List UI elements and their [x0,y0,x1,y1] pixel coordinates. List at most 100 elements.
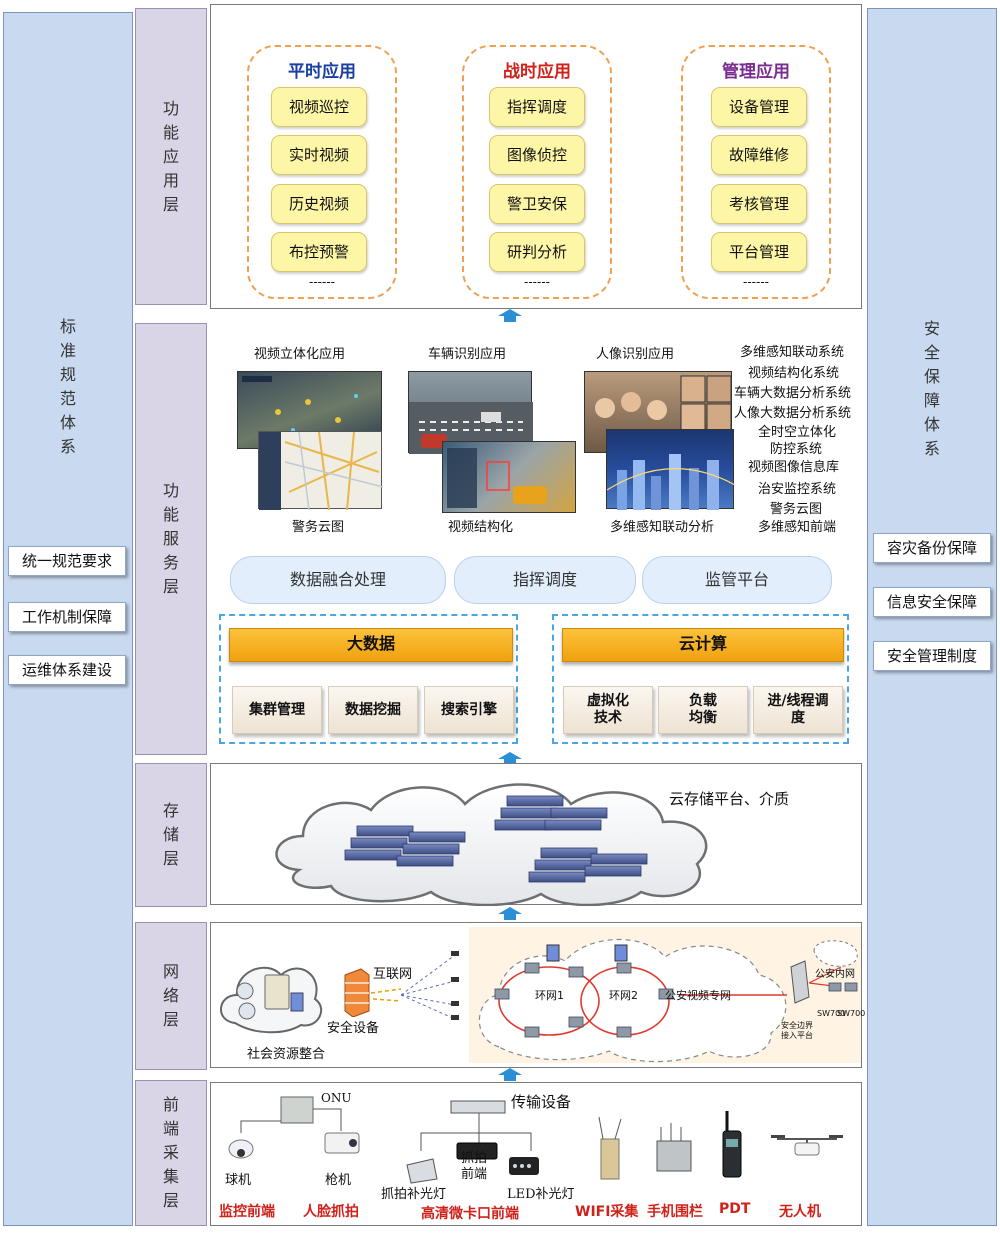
frontend-devices-icon [228,1096,843,1184]
app-item-command[interactable]: 指挥调度 [489,87,585,127]
left-column-title: 标准规范体系 [59,317,76,456]
system-item: 治安监控系统 [758,482,837,497]
boundary-label: 安全边界 接入平台 [781,1021,813,1040]
police-cloud-map-image [258,431,384,511]
video-structure-image [442,441,576,513]
bigdata-title: 大数据 [229,628,513,662]
capture-front-label: 抓拍 前端 [461,1151,488,1182]
frontend-label-drone: 无人机 [779,1204,821,1220]
service-image-caption-bottom: 多维感知联动分析 [610,520,715,535]
right-item-1: 信息安全保障 [873,587,991,617]
cloud-item-load-balance[interactable]: 负载 均衡 [658,686,748,734]
firewall-icon [344,968,370,1017]
pill-command-dispatch[interactable]: 指挥调度 [454,556,636,604]
up-arrow-icon [497,752,523,765]
bigdata-item-cluster[interactable]: 集群管理 [232,686,322,734]
storage-cloud-icon [275,783,708,906]
private-net-label: 公安视频专网 [665,989,731,1002]
app-item-live-video[interactable]: 实时视频 [271,135,367,175]
app-item-alert[interactable]: 布控预警 [271,232,367,272]
layer-label-service: 功能服务层 [135,323,207,755]
pill-data-fusion[interactable]: 数据融合处理 [230,556,446,604]
app-more: ------ [743,275,769,289]
pill-supervision-platform[interactable]: 监管平台 [642,556,832,604]
service-layer-area: 视频立体化应用 车辆识别应用 人像识别应用 警务云图 视频结构化 多维感知联动分… [210,323,862,753]
app-group-title: 管理应用 [722,62,790,82]
system-item: 全时空立体化 [758,425,837,440]
frontend-label-face: 人脸抓拍 [303,1204,359,1220]
app-item-analysis[interactable]: 研判分析 [489,232,585,272]
bigdata-item-mining[interactable]: 数据挖掘 [328,686,418,734]
bullet-label: 枪机 [325,1173,352,1188]
storage-caption: 云存储平台、介质 [669,790,790,808]
up-arrow-icon [497,907,523,920]
cloud-item-scheduling[interactable]: 进/线程调 度 [753,686,843,734]
app-item-video-patrol[interactable]: 视频巡控 [271,87,367,127]
cloud-computing-box: 云计算 虚拟化 技术 负载 均衡 进/线程调 度 [552,614,849,744]
private-network-area: 环网1 环网2 公安视频专网 公安内网 SW700 SW700 安全边界 接入平… [469,927,865,1063]
storage-layer-panel: 云存储平台、介质 [210,763,862,906]
app-item-security-guard[interactable]: 警卫安保 [489,184,585,224]
app-more: ------ [524,275,550,289]
layer-label-network: 网络层 [135,922,207,1070]
network-security-label: 安全设备 [327,1021,380,1036]
left-side-column: 标准规范体系 统一规范要求 工作机制保障 运维体系建设 [3,12,133,1226]
app-group-normal: 平时应用 视频巡控 实时视频 历史视频 布控预警 ------ [247,45,397,299]
left-item-1: 工作机制保障 [8,602,126,632]
up-arrow-icon [497,309,523,322]
layer-label-storage: 存储层 [135,763,207,907]
up-arrow-icon [497,1068,523,1081]
frontend-label-monitor: 监控前端 [219,1204,275,1220]
app-item-image-investigate[interactable]: 图像侦控 [489,135,585,175]
frontend-label-checkpoint: 高清微卡口前端 [421,1206,519,1222]
network-internet-label: 互联网 [373,967,413,982]
left-item-0: 统一规范要求 [8,546,126,576]
app-group-title: 战时应用 [503,62,571,82]
ring2-label: 环网2 [609,989,638,1002]
app-item-platform-mgmt[interactable]: 平台管理 [711,232,807,272]
cloud-item-virtualization[interactable]: 虚拟化 技术 [563,686,653,734]
service-image-caption-bottom: 警务云图 [292,520,345,535]
right-item-0: 容灾备份保障 [873,533,991,563]
service-image-caption-top: 人像识别应用 [596,347,675,362]
app-group-title: 平时应用 [288,62,356,82]
onu-label: ONU [321,1091,352,1105]
bigdata-item-search[interactable]: 搜索引擎 [424,686,514,734]
cloud-title: 云计算 [562,628,844,662]
system-item: 车辆大数据分析系统 [734,386,852,401]
fill-light-label: 抓拍补光灯 [381,1187,447,1202]
service-image-caption-top: 车辆识别应用 [428,347,507,362]
app-item-assessment[interactable]: 考核管理 [711,184,807,224]
social-resource-cloud-icon [220,966,322,1034]
layer-label-app: 功能应用层 [135,8,207,305]
transmission-label: 传输设备 [511,1093,572,1111]
system-item: 人像大数据分析系统 [734,406,852,421]
service-image-caption-top: 视频立体化应用 [254,347,346,362]
frontend-layer-panel: ONU 传输设备 球机 枪机 抓拍补光灯 抓拍 前端 LED补光灯 监控前端 人… [210,1082,862,1226]
frontend-label-wifi: WIFI采集 [575,1204,639,1220]
app-item-device-mgmt[interactable]: 设备管理 [711,87,807,127]
right-item-2: 安全管理制度 [873,641,991,671]
app-more: ------ [309,275,335,289]
ring-network-diagram-icon [478,938,858,1063]
system-item: 视频结构化系统 [748,366,840,381]
app-item-history-video[interactable]: 历史视频 [271,184,367,224]
ring1-label: 环网1 [535,989,564,1002]
sw-label: SW700 [837,1009,866,1018]
app-group-wartime: 战时应用 指挥调度 图像侦控 警卫安保 研判分析 ------ [462,45,612,299]
link-line-icon [371,951,459,1020]
app-item-fault-repair[interactable]: 故障维修 [711,135,807,175]
frontend-label-pdt: PDT [719,1201,751,1217]
right-side-column: 安全保障体系 容灾备份保障 信息安全保障 安全管理制度 [867,8,997,1226]
system-item: 多维感知前端 [758,520,837,535]
network-social-label: 社会资源整合 [247,1047,326,1062]
system-item: 防控系统 [770,442,823,457]
system-item: 警务云图 [770,502,823,517]
service-image-caption-bottom: 视频结构化 [448,520,514,535]
network-layer-panel: 社会资源整合 安全设备 互联网 环网1 [210,922,865,1068]
dome-label: 球机 [225,1173,252,1188]
bigdata-box: 大数据 集群管理 数据挖掘 搜索引擎 [219,614,518,744]
sw-label: SW700 [817,1009,846,1018]
right-column-title: 安全保障体系 [923,319,940,458]
layer-label-frontend: 前端采集层 [135,1080,207,1226]
